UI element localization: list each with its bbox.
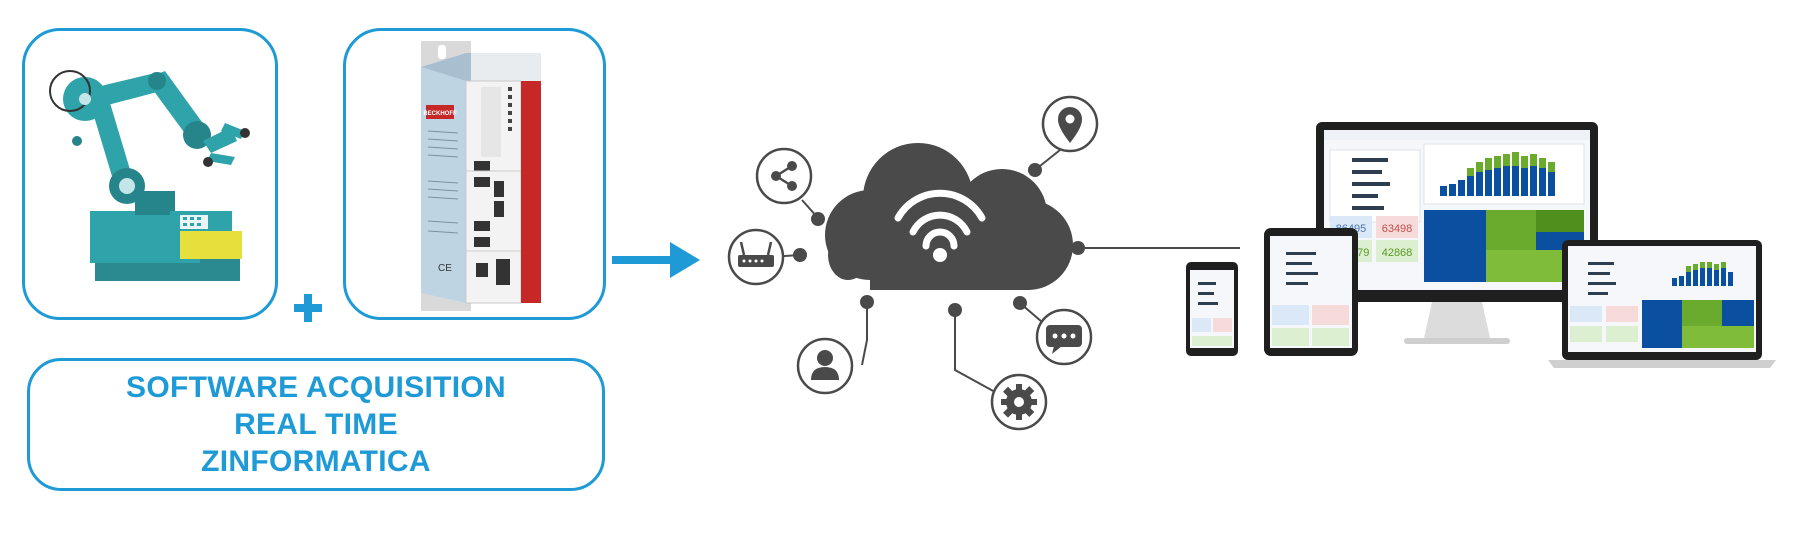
- router-icon: [727, 228, 785, 286]
- caption-line-2: REAL TIME: [234, 408, 398, 441]
- industrial-pc-image: BECKHOFF CE: [421, 41, 541, 311]
- cloud-wifi-icon: [825, 143, 1073, 290]
- controller-brand: BECKHOFF: [423, 111, 457, 117]
- caption-line-3: ZINFORMATICA: [201, 445, 431, 478]
- phone: [1186, 262, 1238, 356]
- location-pin-icon: [1041, 95, 1099, 153]
- robot-arm-icon: [49, 70, 250, 281]
- caption-line-1: SOFTWARE ACQUISITION: [126, 371, 506, 404]
- tablet: [1264, 228, 1358, 356]
- laptop: [1548, 240, 1776, 368]
- monitor: 86495 63498 100779 42868: [1316, 122, 1598, 344]
- kpi-value-2: 63498: [1382, 223, 1413, 235]
- kpi-value-4: 42868: [1382, 247, 1413, 259]
- gear-icon: [990, 373, 1048, 431]
- user-icon: [796, 337, 854, 395]
- arrow-right-icon: [612, 242, 700, 278]
- svg-text:CE: CE: [438, 263, 452, 274]
- robot-panel: [22, 28, 278, 320]
- caption-box: SOFTWARE ACQUISITION REAL TIME ZINFORMAT…: [27, 358, 605, 491]
- plus-icon: [294, 294, 322, 322]
- controller-panel: BECKHOFF CE: [343, 28, 606, 320]
- share-icon: [755, 147, 813, 205]
- chat-icon: [1035, 308, 1093, 366]
